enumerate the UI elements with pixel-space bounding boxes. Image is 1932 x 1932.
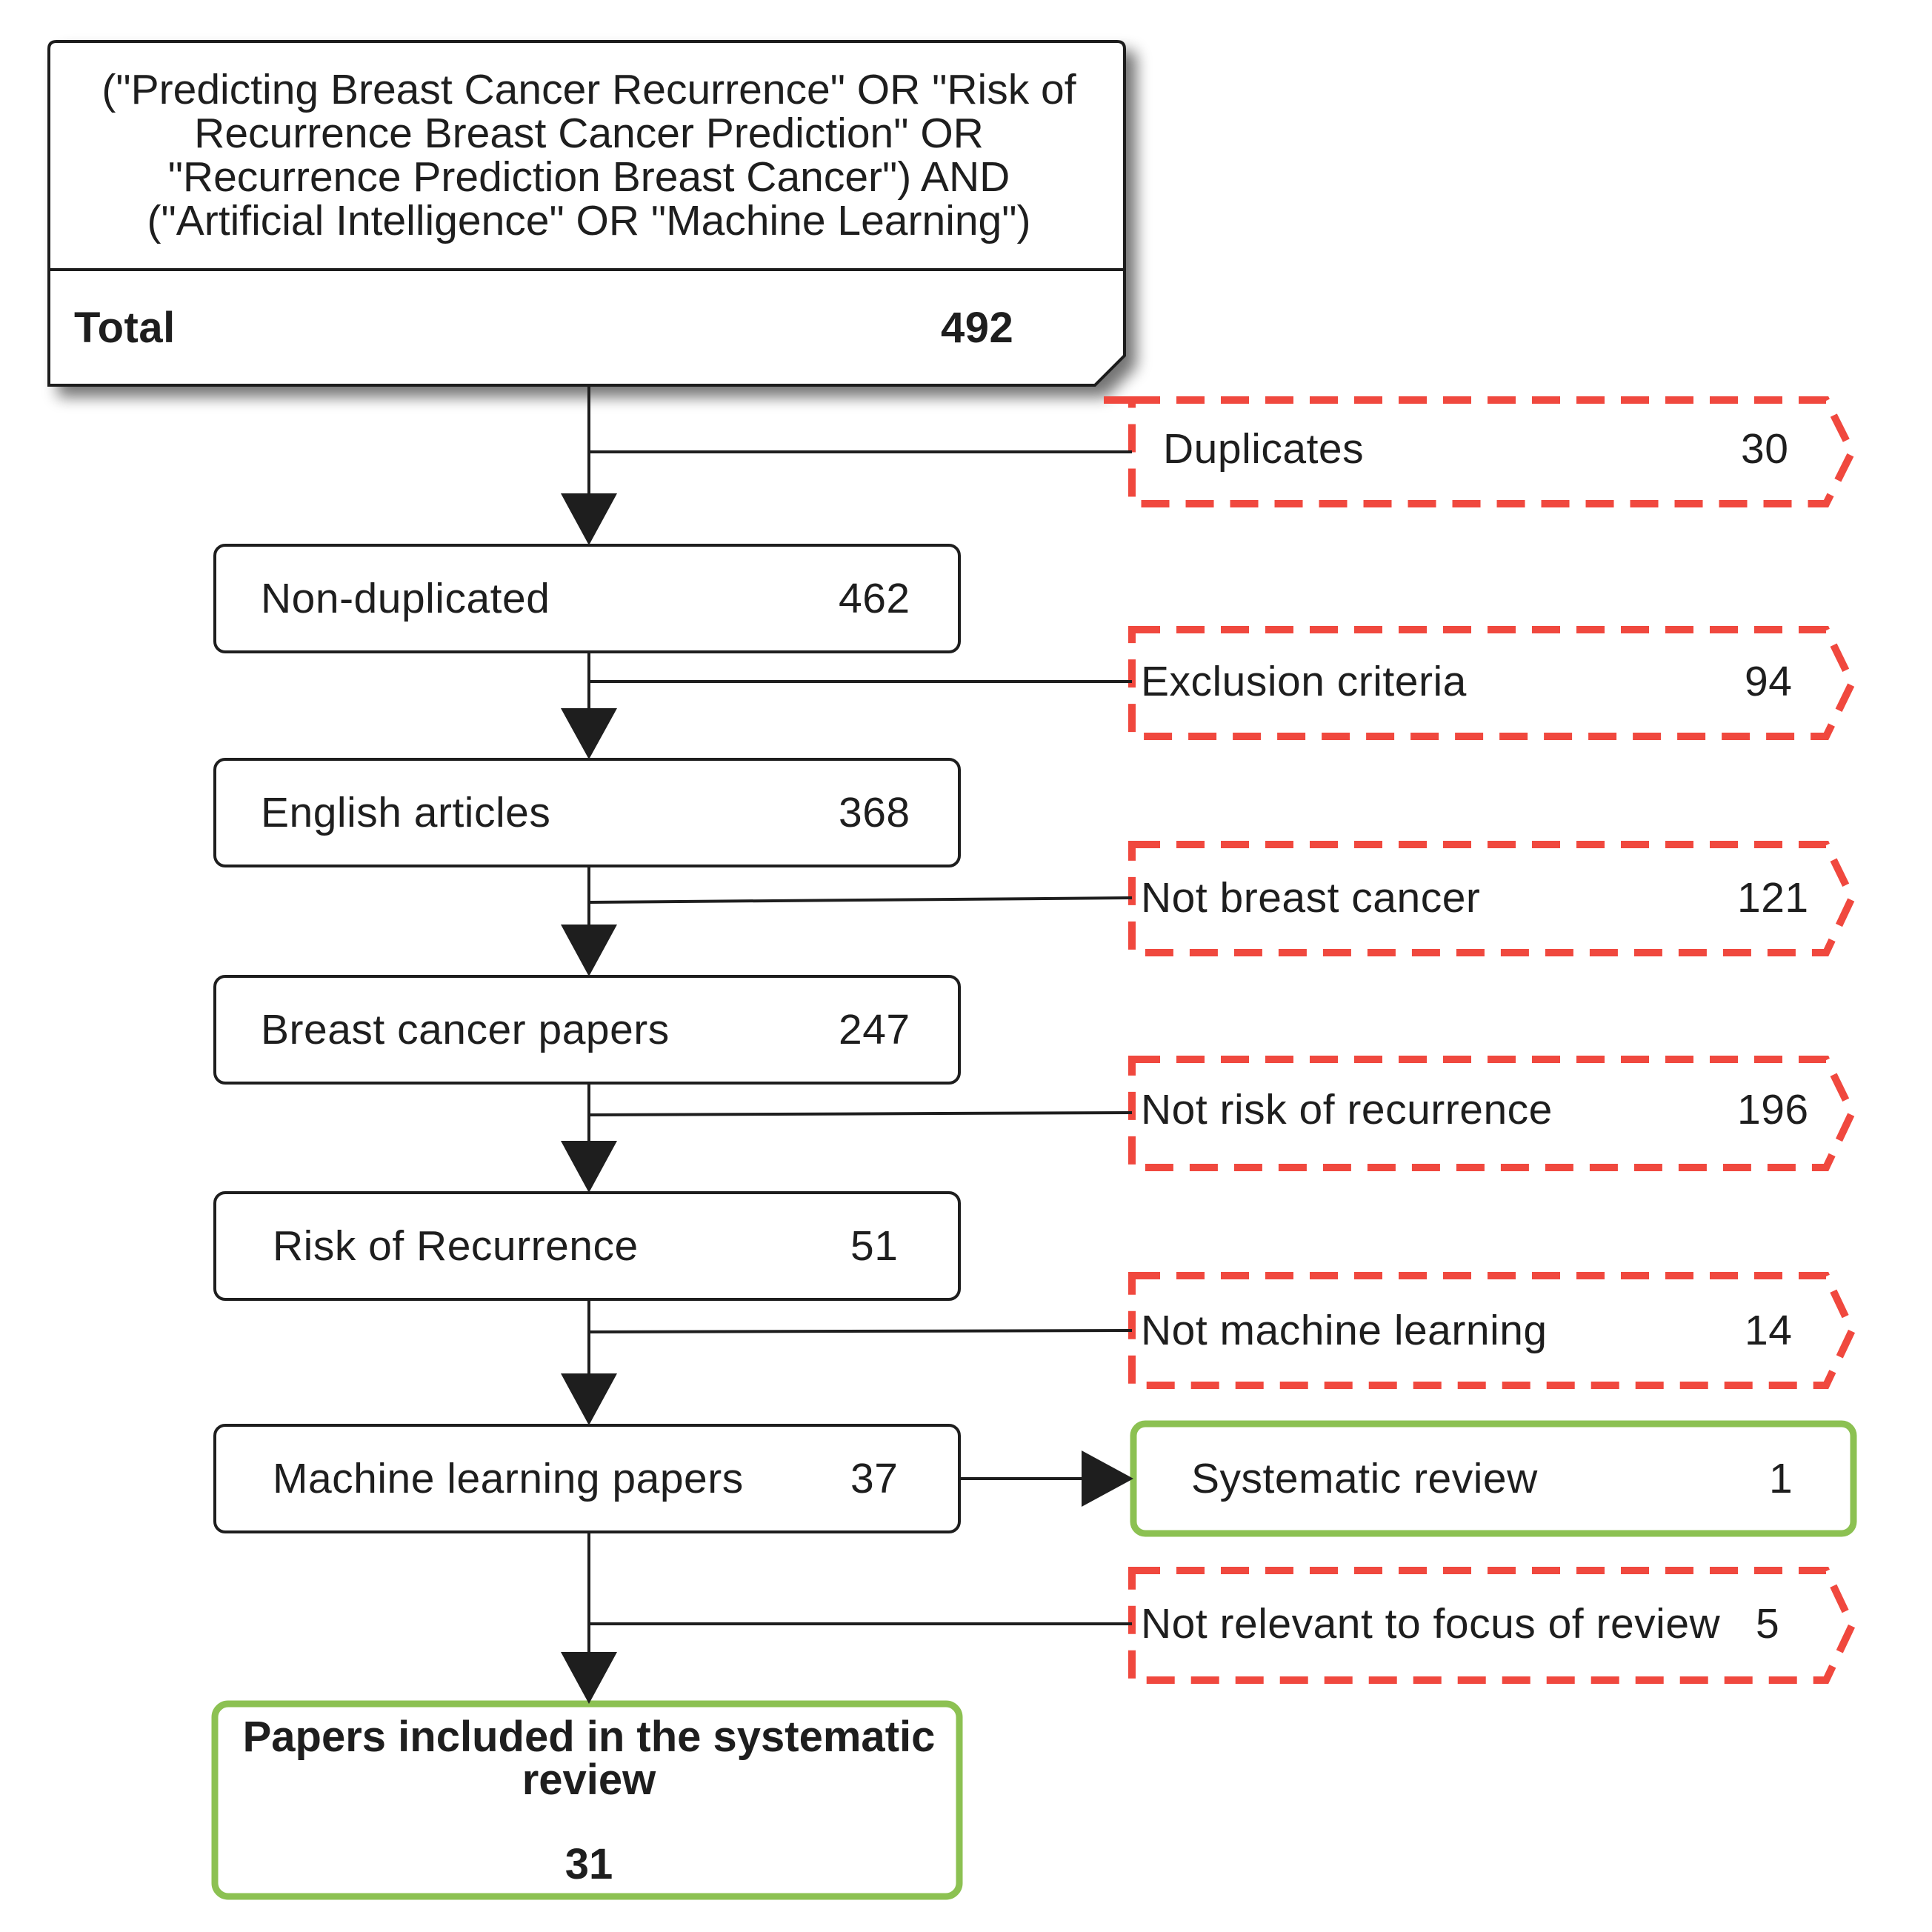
query-box (47, 40, 1126, 387)
exclusion-label-not-breast-cancer: Not breast cancer (1141, 874, 1481, 922)
arrowhead-down-6 (561, 1652, 617, 1704)
side-result-label: Systematic review (1191, 1455, 1538, 1502)
stage-value-english: 368 (839, 789, 910, 836)
search-query: ("Predicting Breast Cancer Recurrence" O… (101, 66, 1076, 244)
stage-value-breast-cancer: 247 (839, 1006, 910, 1053)
stage-box-risk (213, 1191, 961, 1301)
arrowhead-down-4 (561, 1141, 617, 1193)
final-label: Papers included in the systematic review (242, 1713, 936, 1804)
exclusion-value-not-risk: 196 (1737, 1086, 1809, 1133)
stage-value-non-duplicated: 462 (839, 575, 910, 622)
arrowhead-down-5 (561, 1373, 617, 1425)
stage-label-non-duplicated: Non-duplicated (261, 575, 550, 622)
final-value: 31 (564, 1840, 613, 1888)
stage-value-ml: 37 (850, 1455, 899, 1502)
total-value: 492 (941, 304, 1014, 352)
exclusion-box-criteria (1128, 626, 1856, 740)
stage-label-breast-cancer: Breast cancer papers (261, 1006, 670, 1053)
exclusion-label-not-relevant: Not relevant to focus of review (1141, 1600, 1721, 1648)
exclusion-label-criteria: Exclusion criteria (1141, 658, 1467, 705)
stage-label-risk: Risk of Recurrence (273, 1222, 639, 1270)
arrowhead-right (1082, 1450, 1133, 1507)
arrowhead-down-2 (561, 708, 617, 759)
arrowhead-down-3 (561, 925, 617, 976)
stage-box-breast-cancer (213, 975, 961, 1085)
exclusion-box-not-breast-cancer (1128, 841, 1856, 956)
exclusion-value-not-relevant: 5 (1756, 1600, 1780, 1648)
exclusion-value-criteria: 94 (1745, 658, 1793, 705)
final-box (211, 1700, 963, 1900)
total-label: Total (74, 304, 176, 352)
exclusion-label-not-ml: Not machine learning (1141, 1307, 1548, 1354)
arrowheads (561, 493, 1133, 1704)
stage-value-risk: 51 (850, 1222, 899, 1270)
exclusion-box-duplicates (1087, 396, 1856, 507)
stage-box-non-duplicated (213, 544, 961, 653)
stage-label-english: English articles (261, 789, 551, 836)
exclusion-label-not-risk: Not risk of recurrence (1141, 1086, 1553, 1133)
exclusion-box-not-ml (1128, 1272, 1856, 1389)
side-result-value: 1 (1769, 1455, 1793, 1502)
exclusion-box-not-risk (1128, 1056, 1856, 1171)
arrowhead-down-1 (561, 493, 617, 545)
exclusion-value-not-ml: 14 (1745, 1307, 1793, 1354)
exclusion-label-duplicates: Duplicates (1163, 425, 1365, 473)
stage-label-ml: Machine learning papers (273, 1455, 744, 1502)
exclusion-value-duplicates: 30 (1741, 425, 1789, 473)
exclusion-value-not-breast-cancer: 121 (1737, 874, 1809, 922)
stage-box-english (213, 758, 961, 867)
exclusion-box-not-relevant (1128, 1567, 1856, 1684)
